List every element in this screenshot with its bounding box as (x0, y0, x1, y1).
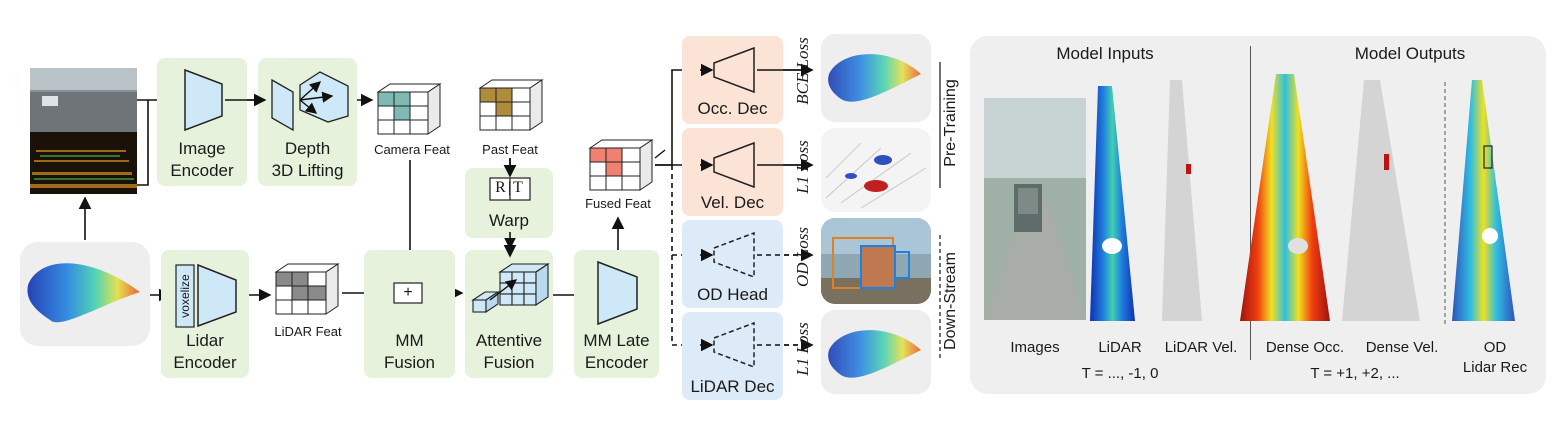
past-feat-label: Past Feat (482, 142, 538, 157)
od-lidar-rec-visual (1452, 80, 1515, 321)
lidar-vel-label: LiDAR Vel. (1164, 339, 1238, 356)
od-loss-label: OD Loss (793, 227, 812, 287)
lidar-vel-visual (1162, 80, 1202, 321)
fused-feat-label: Fused Feat (585, 196, 651, 211)
dense-occ-label: Dense Occ. (1265, 339, 1345, 356)
fused-feat-cube (588, 139, 654, 191)
occ-dec-label: Occ. Dec (697, 99, 768, 118)
images-visual (984, 98, 1086, 320)
downstream-label: Down-Stream (942, 252, 959, 350)
past-feat-cube (478, 79, 544, 131)
lidar-label: LiDAR (1098, 339, 1142, 356)
warp-label: Warp (489, 211, 529, 230)
lidar-encoder-label: Lidar Encoder (173, 331, 237, 372)
l1-loss-bottom-label: L1 Loss (793, 322, 812, 376)
bce-loss-label: BCE Loss (793, 37, 812, 105)
lidar-feat-cube (274, 263, 340, 315)
pretraining-label: Pre-Training (942, 79, 959, 167)
od-output-thumb (821, 218, 931, 304)
panel-divider (1250, 46, 1251, 360)
mm-fusion-box (364, 250, 455, 378)
image-encoder-label: Image Encoder (170, 139, 234, 180)
voxelize-box (175, 264, 195, 328)
camera-feat-cube (376, 83, 442, 135)
camera-feat-label: Camera Feat (374, 142, 450, 157)
model-outputs-title: Model Outputs (1354, 44, 1466, 63)
lidar-input-cloud (27, 263, 140, 323)
vel-output-thumb (821, 128, 931, 212)
l1-loss-top-label: L1 Loss (793, 140, 812, 194)
od-lidar-rec-label: OD Lidar Rec (1462, 339, 1528, 376)
od-head-label: OD Head (697, 285, 768, 304)
lidar-dec-label: LiDAR Dec (690, 377, 775, 396)
depth-lifting-label: Depth 3D Lifting (271, 139, 344, 180)
depth-lifting-box (258, 58, 357, 186)
voxelize-label: voxelize (178, 274, 192, 318)
plus-box (393, 282, 423, 304)
plus-label: + (403, 284, 413, 301)
lidar-feat-label: LiDAR Feat (274, 324, 342, 339)
output-time-label: T = +1, +2, ... (1310, 365, 1400, 382)
attentive-fusion-label: Attentive Fusion (475, 331, 543, 372)
model-inputs-title: Model Inputs (1056, 44, 1154, 63)
lidar-visual (1090, 86, 1135, 321)
mm-fusion-label: MM Fusion (383, 331, 436, 372)
camera-image (30, 68, 137, 194)
images-label: Images (1010, 339, 1060, 356)
dense-occ-visual (1240, 74, 1330, 321)
panel-visuals (984, 74, 1515, 326)
vel-dec-label: Vel. Dec (700, 193, 765, 212)
dense-vel-visual (1342, 80, 1420, 321)
lidar-rec-output-thumb (821, 310, 931, 394)
occ-output-thumb (821, 34, 931, 122)
mm-late-encoder-label: MM Late Encoder (583, 331, 650, 372)
input-time-label: T = ..., -1, 0 (1081, 365, 1159, 382)
dense-vel-label: Dense Vel. (1365, 339, 1439, 356)
rt-label: R|T (495, 179, 525, 196)
